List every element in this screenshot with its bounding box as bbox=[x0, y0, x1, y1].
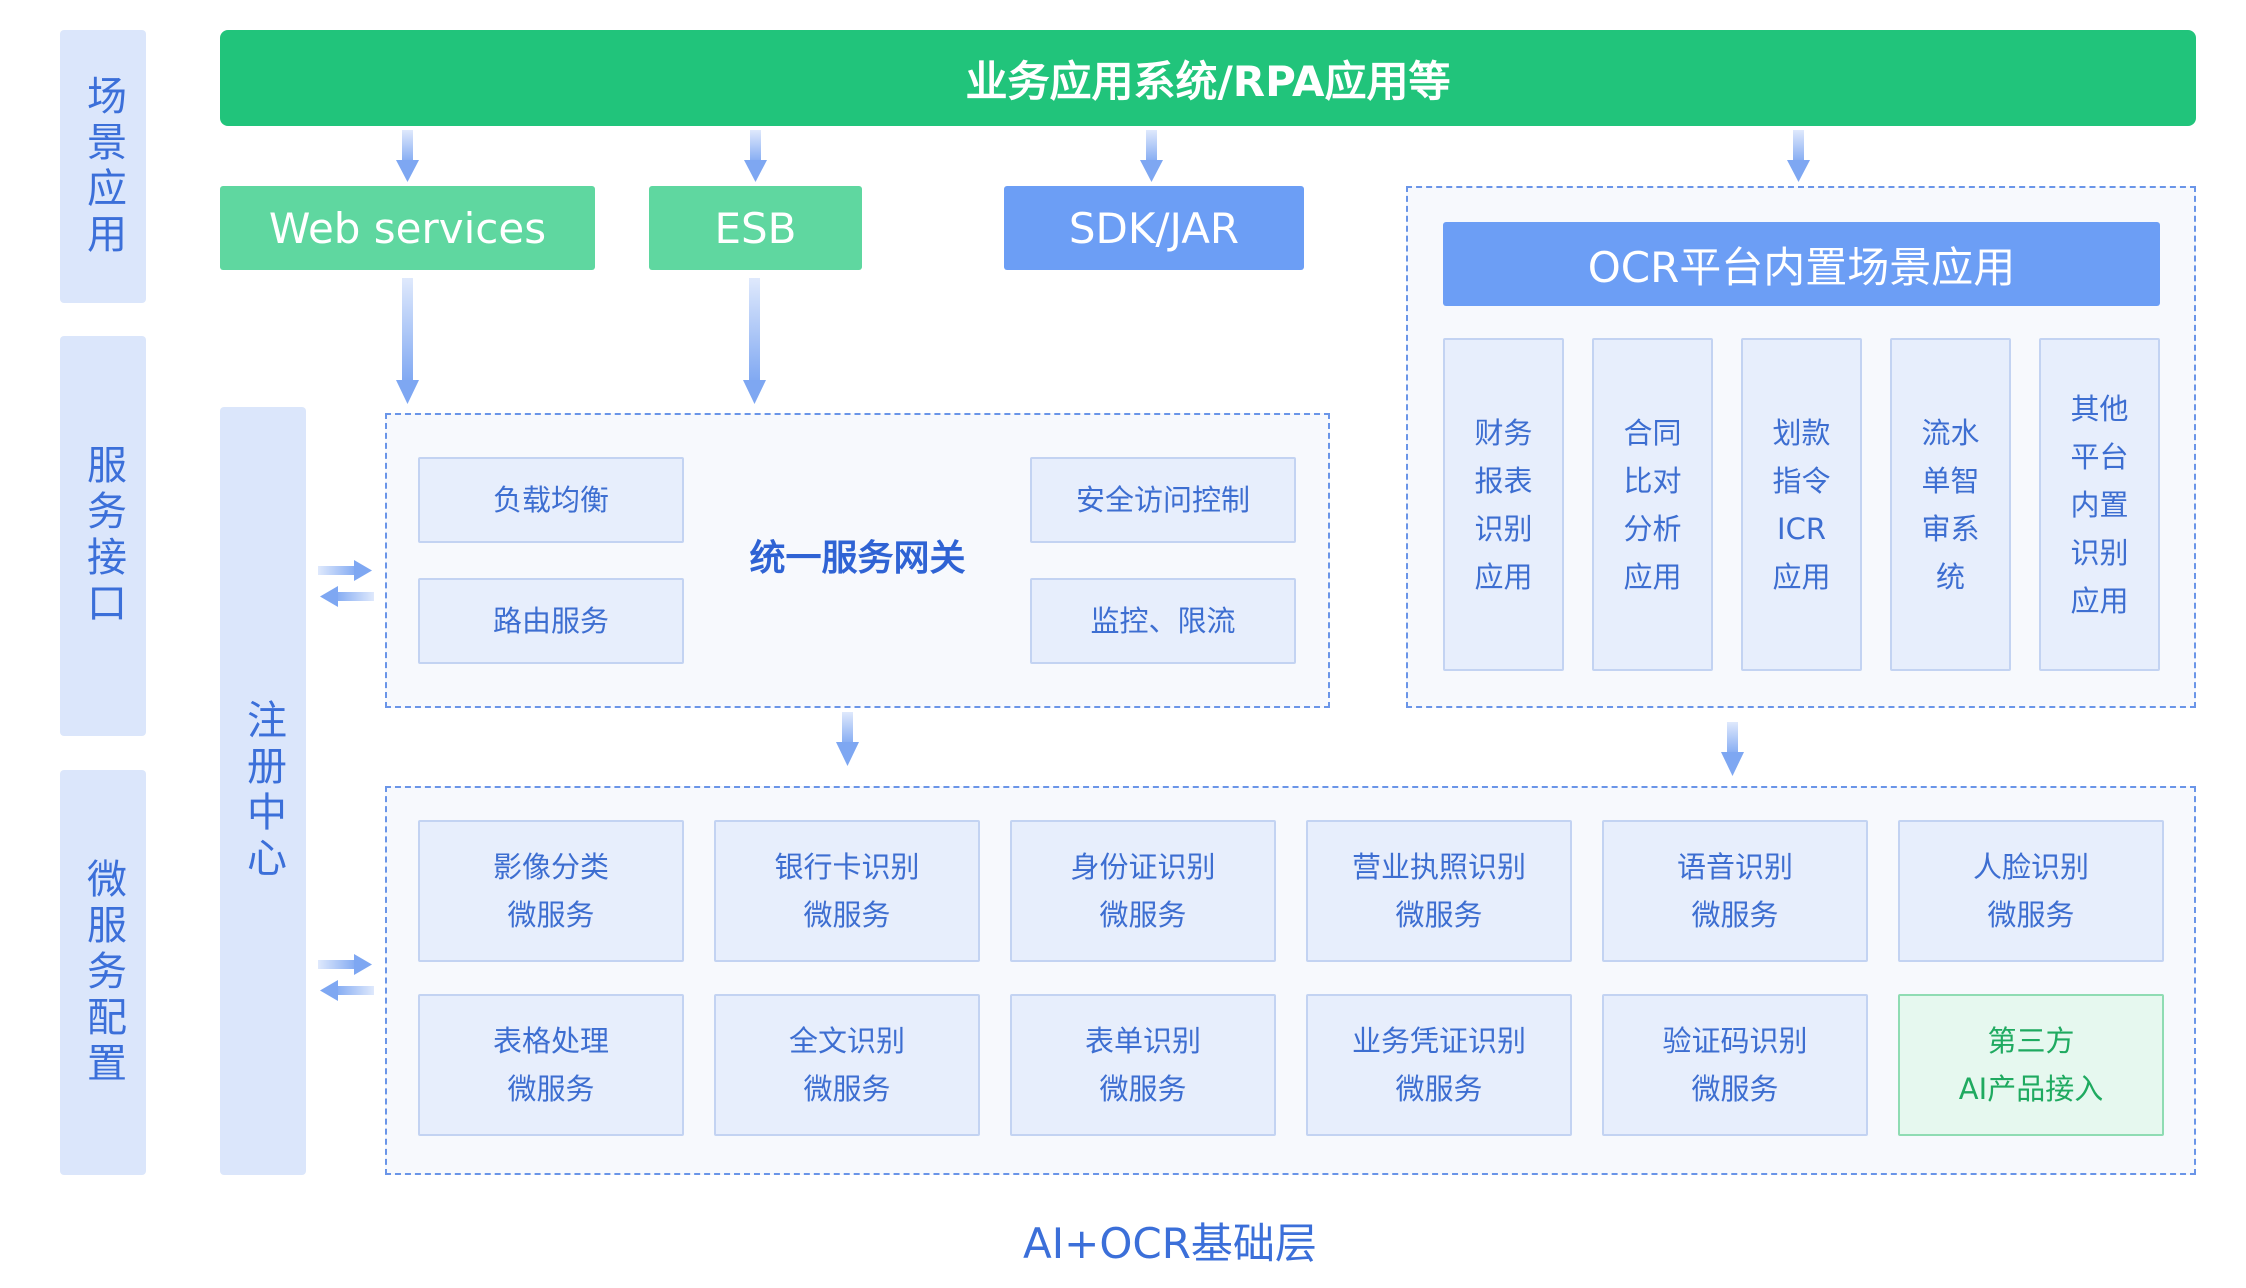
arrow-down-web-gateway bbox=[396, 278, 419, 404]
microservice-image-classify: 影像分类 微服务 bbox=[418, 820, 684, 962]
microservice-face: 人脸识别 微服务 bbox=[1898, 820, 2164, 962]
microservice-container bbox=[385, 786, 2196, 1175]
arrow-bidirectional-micro bbox=[318, 954, 374, 1001]
monitor-cell: 监控、限流 bbox=[1030, 578, 1296, 664]
load-balance-cell: 负载均衡 bbox=[418, 457, 684, 543]
esb-box: ESB bbox=[649, 186, 862, 270]
registry-center: 注册中心 bbox=[220, 407, 306, 1175]
arrow-down-esb-gateway bbox=[743, 278, 766, 404]
web-services-box: Web services bbox=[220, 186, 595, 270]
microservice-captcha: 验证码识别 微服务 bbox=[1602, 994, 1868, 1136]
layer-label-micro: 微服务配置 bbox=[60, 770, 146, 1175]
microservice-bank-card: 银行卡识别 微服务 bbox=[714, 820, 980, 962]
platform-title: OCR平台内置场景应用 bbox=[1443, 222, 2160, 306]
platform-app-other: 其他 平台 内置 识别 应用 bbox=[2039, 338, 2160, 671]
microservice-voice: 语音识别 微服务 bbox=[1602, 820, 1868, 962]
footer-title: AI+OCR基础层 bbox=[1023, 1218, 1317, 1268]
microservice-table: 表格处理 微服务 bbox=[418, 994, 684, 1136]
security-cell: 安全访问控制 bbox=[1030, 457, 1296, 543]
third-party-ai-cell: 第三方 AI产品接入 bbox=[1898, 994, 2164, 1136]
layer-label-service: 服务接口 bbox=[60, 336, 146, 736]
arrow-down-sdk bbox=[1140, 130, 1163, 182]
arrow-bidirectional-gateway bbox=[318, 560, 374, 607]
platform-app-statement: 流水 单智 审系 统 bbox=[1890, 338, 2011, 671]
microservice-id-card: 身份证识别 微服务 bbox=[1010, 820, 1276, 962]
arrow-down-esb bbox=[744, 130, 767, 182]
gateway-title: 统一服务网关 bbox=[749, 538, 966, 579]
routing-cell: 路由服务 bbox=[418, 578, 684, 664]
business-app-bar: 业务应用系统/RPA应用等 bbox=[220, 30, 2196, 126]
arrow-down-gateway-base bbox=[836, 712, 859, 766]
microservice-business-license: 营业执照识别 微服务 bbox=[1306, 820, 1572, 962]
microservice-form: 表单识别 微服务 bbox=[1010, 994, 1276, 1136]
platform-app-contract: 合同 比对 分析 应用 bbox=[1592, 338, 1713, 671]
microservice-voucher: 业务凭证识别 微服务 bbox=[1306, 994, 1572, 1136]
arrow-down-platform bbox=[1787, 130, 1810, 182]
sdk-jar-box: SDK/JAR bbox=[1004, 186, 1304, 270]
platform-app-finance: 财务 报表 识别 应用 bbox=[1443, 338, 1564, 671]
arrow-down-platform-base bbox=[1721, 722, 1744, 776]
arrow-down-web bbox=[396, 130, 419, 182]
microservice-fulltext: 全文识别 微服务 bbox=[714, 994, 980, 1136]
layer-label-scene: 场景应用 bbox=[60, 30, 146, 303]
platform-app-transfer: 划款 指令 ICR 应用 bbox=[1741, 338, 1862, 671]
